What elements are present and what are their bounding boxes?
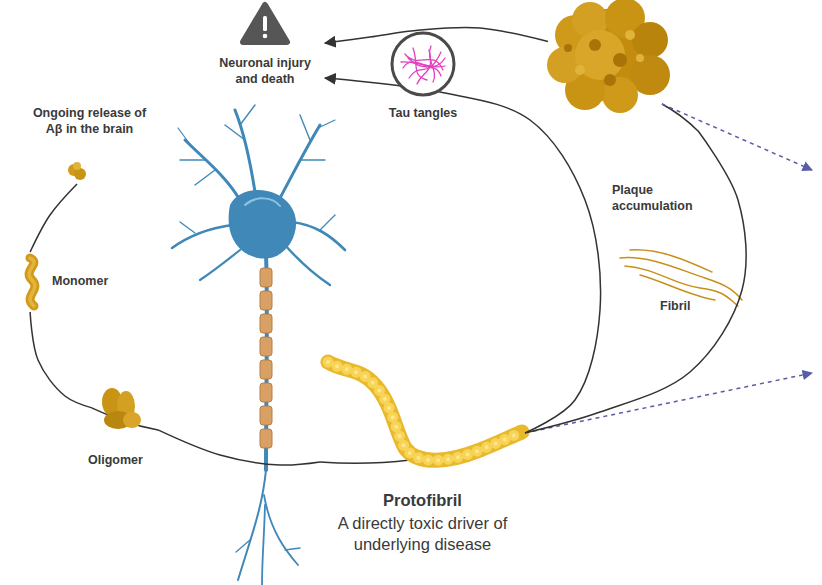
stage-label: Oligomer [92, 385, 158, 473]
cycle-line [525, 131, 746, 433]
neuron-illustration [185, 140, 240, 200]
neuron-illustration [285, 245, 330, 285]
plaque-illustration [604, 74, 616, 86]
neuron-illustration [260, 429, 272, 448]
cycle-line [30, 184, 77, 252]
monomer-illustration [29, 258, 35, 306]
node-label: Monomer [52, 274, 128, 290]
cycle-line [30, 312, 92, 408]
node-label: Oligomer [88, 453, 158, 469]
tau-outline [392, 33, 454, 95]
protofibril-illustration [328, 362, 522, 460]
node-label: Neuronal injury and death [211, 56, 319, 87]
neuron-illustration [285, 548, 300, 550]
warning-symbol [263, 34, 268, 39]
fibril-illustration [640, 275, 715, 300]
neuron-illustration [292, 222, 345, 250]
monomer-illustration [29, 258, 35, 306]
monomer-illustration [29, 258, 35, 306]
neuron-illustration [180, 159, 205, 160]
neuron-illustration [318, 120, 335, 128]
dashed-pointer [525, 104, 812, 433]
node-label: Plaque accumulation [612, 183, 698, 214]
neuron-illustration [225, 125, 245, 140]
neuron-illustration [280, 125, 320, 198]
protofibril-illustration [328, 362, 522, 460]
neuron-illustration [260, 383, 272, 402]
neuron-illustration [172, 225, 232, 248]
release-illustration [68, 162, 86, 180]
neuron-illustration [300, 115, 310, 140]
plaque-illustration [564, 44, 572, 52]
stage-label: Fibril [615, 245, 745, 317]
oligomer-illustration [123, 412, 141, 428]
plaque-illustration [632, 22, 668, 58]
cycle-line [158, 430, 320, 465]
dashed-pointer [525, 373, 812, 433]
neuron-illustration [260, 360, 272, 379]
outcome-label: Neuronal injury and death [205, 2, 325, 94]
neuron-illustration [235, 110, 255, 192]
fibril-illustration [620, 250, 742, 306]
protofibril-node: ProtofibrilA directly toxic driver of un… [320, 348, 525, 563]
tau-outline [383, 30, 463, 100]
tau-tangle [417, 50, 431, 84]
node-label: Protofibril [320, 490, 525, 511]
neuron-illustration [300, 159, 325, 160]
protofibril-illustration [328, 362, 522, 460]
neuron-illustration [245, 198, 280, 206]
neuron-illustration [264, 495, 298, 565]
protofibril-illustration [328, 362, 522, 460]
ring-segment [320, 460, 410, 463]
neuron-illustration [236, 540, 250, 552]
neuron-illustration [172, 105, 345, 585]
stage-label: Monomer [18, 252, 128, 312]
oligomer-illustration [102, 388, 141, 429]
plaque-illustration [613, 53, 627, 67]
neuron-illustration [320, 215, 335, 230]
warning-symbol [263, 16, 267, 31]
neuron-illustration [229, 190, 296, 259]
neuron-illustration [195, 170, 215, 185]
tau-circle: Tau tangles [383, 30, 463, 125]
fibril-illustration [630, 250, 712, 272]
neuron-illustration [260, 406, 272, 425]
effect-arrow [325, 78, 601, 433]
neuron-illustration [180, 222, 195, 233]
neuron-illustration [262, 505, 265, 585]
neuron-illustration [200, 250, 240, 280]
node-label: Tau tangles [383, 106, 463, 122]
plaque-illustration [547, 0, 670, 113]
node-label: Fibril [660, 299, 740, 315]
neuron-illustration [260, 337, 272, 356]
plaque-illustration [589, 39, 601, 51]
plaque-illustration [636, 54, 644, 62]
neuron-illustration [260, 268, 272, 287]
ring-segment [92, 104, 698, 463]
neuron-illustration [178, 128, 192, 147]
neuron-illustration [260, 291, 272, 310]
dashed-pointer [662, 104, 812, 170]
plaque-illustration [575, 65, 585, 75]
fibril-illustration [620, 258, 742, 300]
warning-symbol [243, 5, 287, 42]
warning-symbol [243, 5, 287, 42]
release-illustration [73, 162, 81, 170]
stage-label: Plaque accumulation [548, 0, 698, 218]
neuron-illustration [260, 314, 272, 333]
neuron-illustration [172, 105, 345, 585]
neuron-illustration [240, 105, 255, 125]
node-label: Ongoing release of Aβ in the brain [27, 106, 152, 137]
plaque-illustration [625, 30, 635, 40]
neuron-illustration [260, 268, 272, 448]
node-description: A directly toxic driver of underlying di… [320, 513, 525, 554]
stage-label: Ongoing release of Aβ in the brain [27, 106, 152, 184]
